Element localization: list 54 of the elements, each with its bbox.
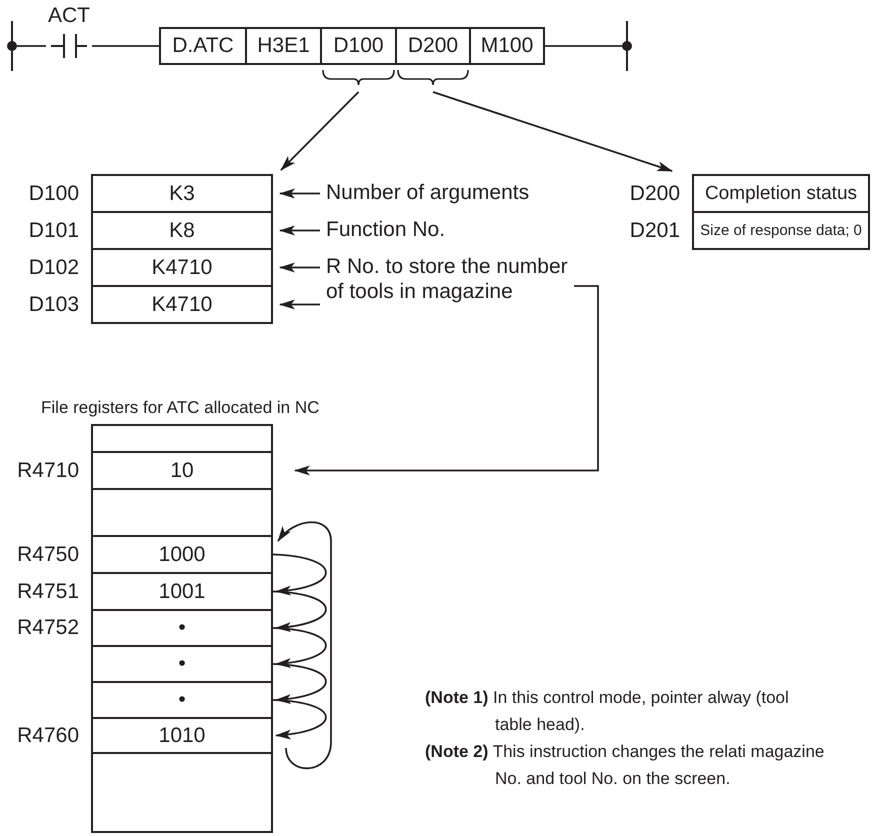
register-address: R4751 [16, 580, 79, 604]
arrow [272, 699, 327, 740]
register-address: D200 [628, 182, 680, 206]
annotation-text: R No. to store the number of tools in magazine [326, 254, 588, 308]
annotation-text: Function No. [326, 217, 576, 243]
register-address: D102 [28, 256, 79, 280]
register-row: 1000 [93, 535, 271, 574]
register-row: 1010 [93, 717, 271, 754]
register-address: R4752 [16, 616, 79, 640]
rung-line [92, 45, 159, 47]
note-text: (Note 1) In this control mode, pointer alway (tool table head). [425, 687, 790, 736]
arrow [279, 262, 320, 272]
arrow [272, 554, 327, 595]
table-heading: File registers for ATC allocated in NC [41, 398, 320, 418]
register-cell: K3 [91, 174, 273, 213]
arrow [279, 188, 320, 198]
register-address: R4750 [16, 542, 79, 566]
register-cell: D100 [320, 27, 397, 65]
annotation-text: Number of arguments [326, 180, 576, 206]
register-cell: H3E1 [245, 27, 322, 65]
power-rail [7, 21, 17, 71]
arrow [279, 226, 320, 236]
register-address: R4710 [16, 458, 79, 482]
register-cell: Completion status [692, 174, 870, 213]
arrow [432, 91, 673, 172]
register-row: 10 [93, 451, 271, 490]
register-row: • [93, 609, 271, 647]
register-address: D103 [28, 292, 79, 316]
register-cell: K8 [91, 211, 273, 250]
arrow [280, 91, 360, 171]
power-rail [622, 21, 632, 71]
register-cell: K4710 [91, 285, 273, 324]
register-cell: M100 [469, 27, 545, 65]
register-address: D101 [28, 218, 79, 242]
arrow [272, 627, 327, 668]
register-cell: D.ATC [159, 27, 247, 65]
register-cell: Size of response data; 0 [692, 211, 870, 250]
arrow [279, 300, 320, 310]
rung-line [545, 45, 622, 47]
register-row: • [93, 645, 271, 683]
arrow [277, 521, 332, 770]
register-cell: D200 [395, 27, 471, 65]
register-address: D100 [28, 182, 79, 206]
arrow [272, 590, 327, 632]
register-address: D201 [628, 218, 680, 242]
arrow [294, 285, 599, 476]
register-row: • [93, 681, 271, 719]
note-text: (Note 2) This instruction changes the relati magazine No. and tool No. on the screen. [425, 741, 826, 790]
rung-line [17, 45, 46, 47]
arrow [272, 663, 327, 704]
register-address: R4760 [16, 724, 79, 748]
contact-label: ACT [48, 4, 90, 28]
register-cell: K4710 [91, 248, 273, 287]
register-row: 1001 [93, 572, 271, 611]
